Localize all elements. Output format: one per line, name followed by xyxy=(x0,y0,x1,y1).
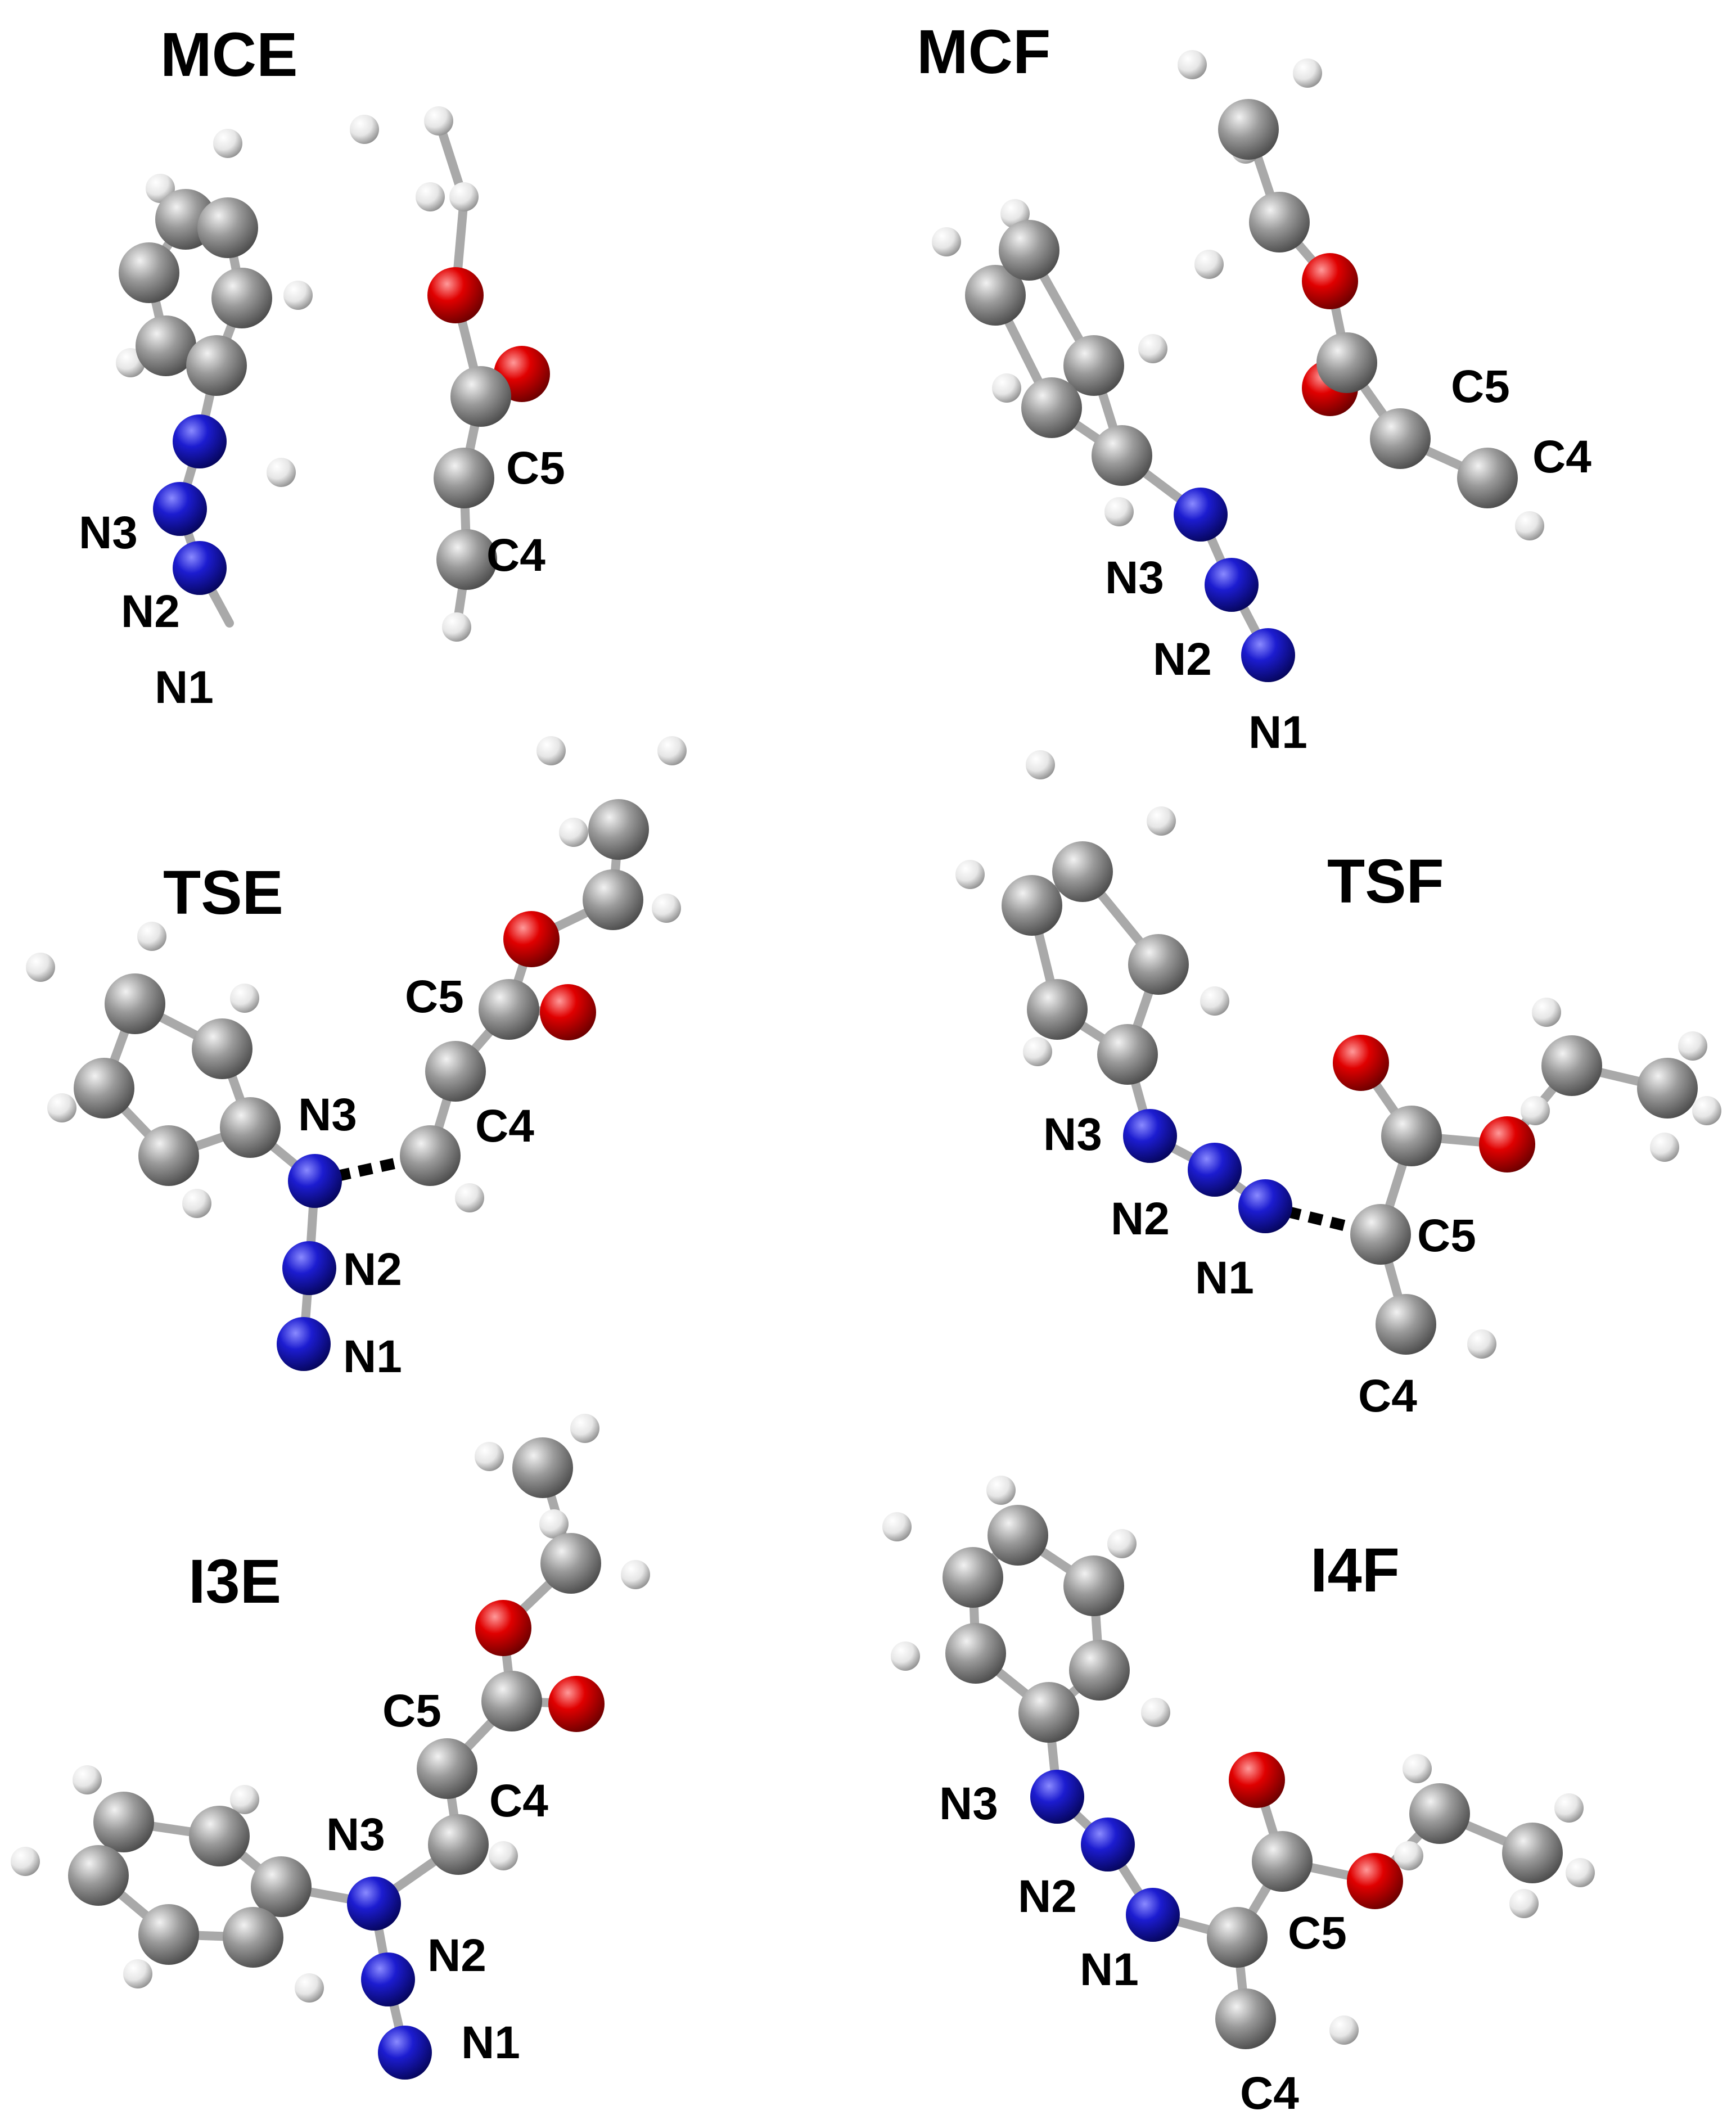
atom-label-n1: N1 xyxy=(343,1331,402,1382)
atom-label-n2: N2 xyxy=(121,586,180,637)
panel-tse: TSE xyxy=(26,736,687,1382)
panel-title-i4f: I4F xyxy=(1310,1536,1400,1605)
atom-label-n3: N3 xyxy=(1105,552,1164,603)
panel-title-mce: MCE xyxy=(160,20,297,89)
atom-label-n1: N1 xyxy=(461,2017,520,2068)
atom-label-c4: C4 xyxy=(486,530,545,581)
molecule-tsf xyxy=(955,750,1721,1359)
atom-label-c5: C5 xyxy=(1451,361,1510,412)
molecule-mce xyxy=(116,106,550,642)
atom-label-c5: C5 xyxy=(382,1685,441,1737)
atom-label-n1: N1 xyxy=(1195,1252,1254,1304)
panel-mce: MCE xyxy=(79,20,565,713)
atom-label-n1: N1 xyxy=(1248,707,1307,758)
panel-title-mcf: MCF xyxy=(917,17,1050,87)
molecule-tse xyxy=(26,736,687,1371)
atom-label-n3: N3 xyxy=(298,1089,357,1140)
molecule-i3e xyxy=(11,1414,650,2080)
atom-label-c4: C4 xyxy=(1358,1370,1417,1422)
atom-label-n3: N3 xyxy=(939,1778,998,1829)
atom-label-n1: N1 xyxy=(155,662,214,713)
panel-title-tse: TSE xyxy=(163,858,283,927)
atom-label-c4: C4 xyxy=(489,1775,548,1827)
atom-label-c5: C5 xyxy=(405,971,464,1022)
panel-i3e: I3E xyxy=(11,1414,650,2080)
atom-label-n3: N3 xyxy=(79,507,138,558)
molecule-i4f xyxy=(882,1476,1595,2049)
atom-label-n1: N1 xyxy=(1080,1944,1139,1995)
panel-title-tsf: TSF xyxy=(1327,847,1444,916)
atom-label-c5: C5 xyxy=(1417,1210,1476,1261)
atom-label-n3: N3 xyxy=(326,1809,385,1860)
atom-label-n2: N2 xyxy=(1111,1193,1170,1244)
atom-label-n2: N2 xyxy=(1153,634,1212,685)
panel-i4f: I4F xyxy=(882,1476,1595,2119)
atom-label-n3: N3 xyxy=(1043,1109,1102,1160)
atom-label-c4: C4 xyxy=(475,1101,534,1152)
atom-label-c4: C4 xyxy=(1532,431,1591,482)
panel-mcf: MCF xyxy=(917,17,1591,758)
panel-tsf: TSF xyxy=(955,750,1721,1422)
atom-label-c4: C4 xyxy=(1240,2068,1299,2119)
atom-label-n2: N2 xyxy=(427,1930,486,1981)
atom-label-n2: N2 xyxy=(1018,1871,1077,1922)
atom-label-c5: C5 xyxy=(1288,1907,1347,1959)
molecule-mcf xyxy=(932,50,1544,682)
atom-label-c5: C5 xyxy=(506,443,565,494)
atom-label-n2: N2 xyxy=(343,1244,402,1295)
panel-title-i3e: I3E xyxy=(188,1547,281,1616)
